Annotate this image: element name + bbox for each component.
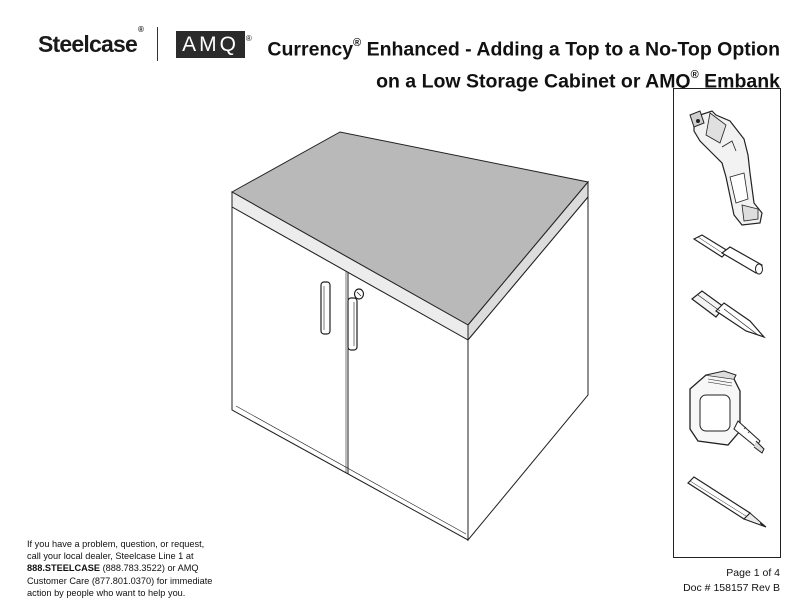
drill-icon <box>689 110 763 226</box>
doc-number: Doc # 158157 Rev B <box>683 581 780 594</box>
bit-holder-icon <box>692 234 763 275</box>
left-door-handle <box>320 281 331 335</box>
door-lock <box>353 288 365 300</box>
pencil-icon <box>687 476 767 528</box>
steelcase-phone: 888.STEELCASE <box>27 563 101 574</box>
document-title: Currency® Enhanced - Adding a Top to a N… <box>267 32 780 95</box>
title-line-1: Currency® Enhanced - Adding a Top to a N… <box>267 37 780 61</box>
right-door-handle <box>347 297 358 351</box>
page-info: Page 1 of 4 Doc # 158157 Rev B <box>683 566 780 595</box>
tape-measure-icon <box>689 370 765 454</box>
steelcase-logo: Steelcase® <box>38 24 144 57</box>
tools-panel <box>673 88 781 558</box>
brand-logos: Steelcase® AMQ ® <box>38 24 252 61</box>
amq-reg-mark: ® <box>245 33 252 43</box>
page-number: Page 1 of 4 <box>726 567 780 579</box>
cabinet-illustration <box>230 131 589 542</box>
phillips-bit-icon <box>691 290 766 339</box>
amq-logo: AMQ <box>176 30 245 58</box>
cabinet-side <box>467 195 589 542</box>
title-line-2: on a Low Storage Cabinet or AMQ® Embank <box>376 68 780 93</box>
brand-divider <box>157 27 159 61</box>
help-contact-text: If you have a problem, question, or requ… <box>27 539 213 598</box>
